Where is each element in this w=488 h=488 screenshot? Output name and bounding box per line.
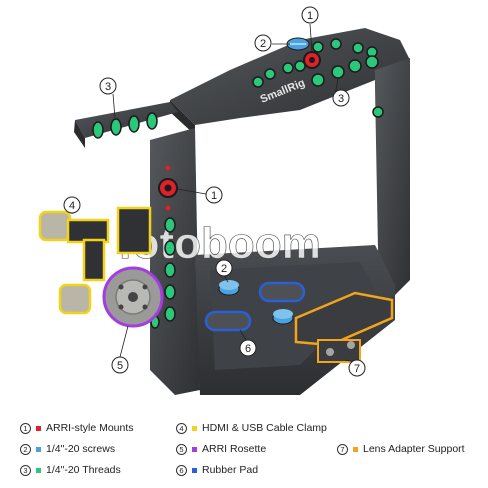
legend-item-screws: 2 1/4"-20 screws <box>20 443 115 455</box>
threads-right-upright <box>372 106 384 118</box>
screws-base <box>218 280 294 325</box>
legend-item-arri-rosette: 5 ARRI Rosette <box>176 443 266 455</box>
screw-top <box>286 37 310 51</box>
arri-mount-top <box>303 51 321 69</box>
callout-2-top: 2 <box>254 34 272 52</box>
legend-label: Lens Adapter Support <box>363 443 465 455</box>
arri-mount-side <box>158 165 178 211</box>
arri-rosette <box>102 266 164 328</box>
legend-num: 3 <box>20 464 31 476</box>
legend-num: 7 <box>337 443 348 455</box>
legend-item-threads: 3 1/4"-20 Threads <box>20 464 121 476</box>
legend-item-rubber-pad: 6 Rubber Pad <box>176 464 258 476</box>
lens-adapter-support <box>294 291 394 363</box>
rubber-pads <box>204 281 306 332</box>
callout-3-top: 3 <box>332 89 350 107</box>
cage-window <box>200 88 378 260</box>
callout-lines <box>71 23 356 363</box>
legend-label: 1/4"-20 Threads <box>46 464 121 476</box>
svg-text:4: 4 <box>69 200 75 212</box>
legend-swatch <box>192 425 197 431</box>
svg-text:7: 7 <box>354 363 360 375</box>
legend-swatch <box>192 446 197 452</box>
cage-right-upright <box>375 58 410 300</box>
legend-swatch <box>36 446 41 452</box>
svg-text:2: 2 <box>221 263 227 275</box>
legend-label: ARRI Rosette <box>202 443 267 455</box>
callout-7-support: 7 <box>348 359 366 377</box>
legend-label: HDMI & USB Cable Clamp <box>202 422 327 434</box>
cage-top-plate <box>170 28 410 135</box>
legend-swatch <box>192 467 197 473</box>
svg-text:6: 6 <box>245 343 251 355</box>
svg-text:1: 1 <box>211 190 217 202</box>
cable-clamp <box>38 206 152 315</box>
callout-2-base: 2 <box>215 259 233 277</box>
legend-label: Rubber Pad <box>202 464 259 476</box>
legend-swatch <box>36 467 41 473</box>
legend-num: 4 <box>176 422 187 434</box>
callout-4-clamp: 4 <box>63 196 81 214</box>
callout-1-top: 1 <box>301 6 319 24</box>
watermark: fotoboom <box>118 219 321 268</box>
product-illustration: fotoboom SmallRig <box>38 6 410 395</box>
svg-text:2: 2 <box>260 38 266 50</box>
legend-num: 6 <box>176 464 187 476</box>
legend-num: 5 <box>176 443 187 455</box>
legend-swatch <box>36 425 41 431</box>
legend-swatch <box>353 446 358 452</box>
callout-5-rosette: 5 <box>111 356 129 374</box>
legend-item-lens-adapter-support: 7 Lens Adapter Support <box>337 443 465 455</box>
svg-text:3: 3 <box>105 81 111 93</box>
legend: 1 ARRI-style Mounts 2 1/4"-20 screws 3 1… <box>0 412 488 488</box>
callout-6-pad: 6 <box>239 339 257 357</box>
callout-3-arm: 3 <box>99 77 117 95</box>
legend-num: 1 <box>20 422 31 434</box>
threads-top-arm <box>92 112 158 139</box>
legend-item-arri-mounts: 1 ARRI-style Mounts <box>20 422 134 434</box>
legend-item-cable-clamp: 4 HDMI & USB Cable Clamp <box>176 422 327 434</box>
legend-num: 2 <box>20 443 31 455</box>
svg-text:1: 1 <box>307 10 313 22</box>
threads-top-plate <box>252 38 379 88</box>
legend-label: ARRI-style Mounts <box>46 422 134 434</box>
legend-label: 1/4"-20 screws <box>46 443 116 455</box>
svg-text:5: 5 <box>117 360 123 372</box>
svg-text:3: 3 <box>338 93 344 105</box>
callout-1-side: 1 <box>205 186 223 204</box>
